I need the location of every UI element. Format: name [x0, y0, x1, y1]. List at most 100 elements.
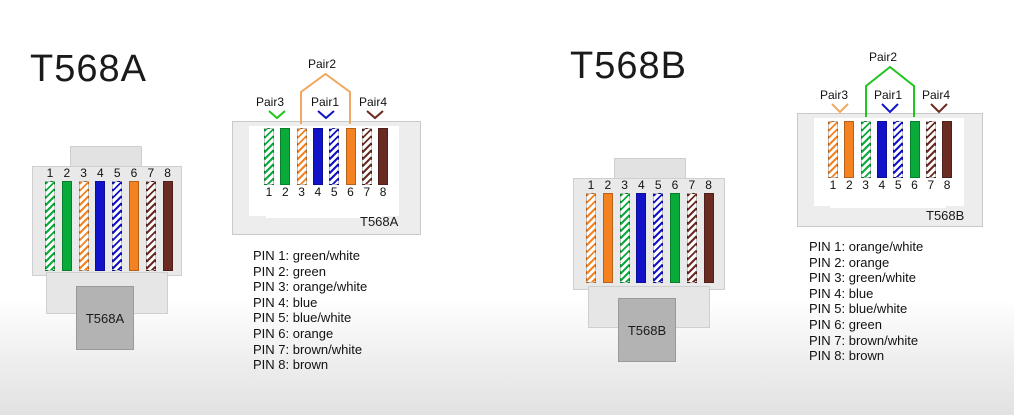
- t568a-pair2-label: Pair2: [308, 57, 337, 71]
- t568b-jack-wire-8: [942, 121, 953, 178]
- t568a-plug-pin-number-8: 8: [164, 166, 171, 180]
- t568a-jack-wire-6: [345, 128, 356, 185]
- t568a-pin-7: PIN 7: brown/white: [253, 341, 363, 357]
- t568b-plug-wire-1: [586, 193, 596, 283]
- t568a-jack-pin-number-1: 1: [265, 185, 273, 199]
- t568a-pin-8: PIN 8: brown: [253, 357, 329, 373]
- t568a-jack-label: T568A: [360, 214, 399, 229]
- t568a-jack-wire-7: [361, 128, 372, 185]
- t568a-pair2-bracket: [300, 72, 351, 124]
- t568a-pin-list: PIN 1: green/white PIN 2: green PIN 3: o…: [253, 248, 367, 373]
- t568a-pin-3: PIN 3: orange/white: [253, 279, 368, 295]
- t568b-jack-pin-number-1: 1: [829, 178, 837, 192]
- t568b-jack-pin-number-7: 7: [927, 178, 935, 192]
- t568a-pair3-bracket: [268, 110, 286, 120]
- t568a-jack-pin-number-5: 5: [330, 185, 338, 199]
- t568a-plug-wire-1: [45, 181, 55, 271]
- t568a-plug-wire-3: [78, 181, 89, 271]
- t568a-plug-wire-7: [145, 181, 156, 271]
- t568b-jack-wire-7: [925, 121, 936, 178]
- t568a-jack-pin-number-7: 7: [363, 185, 371, 199]
- t568b-pair1-bracket: [881, 103, 899, 114]
- t568a-plug-pin-number-1: 1: [46, 166, 54, 180]
- t568a-plug-pin-number-4: 4: [97, 166, 104, 180]
- t568b-pin-2: PIN 2: orange: [809, 254, 890, 270]
- t568b-jack-pin-number-6: 6: [911, 178, 918, 192]
- t568b-pair2-label: Pair2: [869, 50, 898, 64]
- t568a-plug-wire-6: [129, 181, 139, 271]
- t568b-jack-label: T568B: [926, 208, 965, 223]
- t568b-plug-wire-6: [670, 193, 680, 283]
- t568a-jack-wire-5: [329, 128, 340, 185]
- t568b-jack-wire-6: [909, 121, 920, 178]
- t568a-pair4-label: Pair4: [359, 95, 388, 109]
- t568b-jack-pin-number-2: 2: [845, 178, 853, 192]
- t568b-jack-wire-5: [893, 121, 904, 178]
- t568a-jack-pin-number-2: 2: [281, 185, 289, 199]
- t568a-pair4-bracket: [366, 110, 384, 120]
- t568b-pair3-bracket: [831, 103, 849, 114]
- t568b-jack-wire-1: [828, 121, 838, 178]
- t568b-jack-pin-number-5: 5: [894, 178, 902, 192]
- t568b-pair2-bracket: [865, 65, 915, 117]
- t568b-title: T568B: [570, 45, 687, 87]
- t568b-plug-pin-number-8: 8: [705, 178, 712, 192]
- t568b-pin-4: PIN 4: blue: [809, 285, 874, 301]
- t568b-jack-pin-number-4: 4: [878, 178, 886, 192]
- t568b-plug-pin-number-3: 3: [621, 178, 628, 192]
- t568a-jack-pin-number-4: 4: [314, 185, 322, 199]
- t568a-pin-5: PIN 5: blue/white: [253, 310, 352, 326]
- t568b-plug-pin-number-6: 6: [671, 178, 679, 192]
- t568b-pair3-label: Pair3: [820, 88, 849, 102]
- t568a-jack-wire-2: [280, 128, 291, 185]
- t568b-pin-5: PIN 5: blue/white: [809, 301, 908, 317]
- t568a-jack-wire-4: [312, 128, 323, 185]
- t568a-plug-wire-4: [95, 181, 106, 271]
- t568a-pair1-bracket: [317, 110, 335, 120]
- t568a-pair1-label: Pair1: [311, 95, 340, 109]
- t568a-plug-pin-number-7: 7: [147, 166, 155, 180]
- t568b-jack-wire-3: [860, 121, 871, 178]
- t568b-plug-pin-number-7: 7: [688, 178, 696, 192]
- t568a-pin-1: PIN 1: green/white: [253, 248, 360, 263]
- t568b-jack-pin-number-8: 8: [943, 178, 951, 192]
- t568b-plug-wire-4: [636, 193, 647, 283]
- t568b-pin-3: PIN 3: green/white: [809, 270, 916, 286]
- t568b-plug-wire-2: [602, 193, 613, 283]
- t568b-pin-8: PIN 8: brown: [809, 348, 885, 364]
- t568a-plug-wire-5: [112, 181, 123, 271]
- t568b-plug-pin-number-5: 5: [654, 178, 662, 192]
- t568b-pair1-label: Pair1: [874, 88, 903, 102]
- t568b-pin-1: PIN 1: orange/white: [809, 239, 924, 254]
- t568a-plug-label: T568A: [76, 286, 134, 350]
- t568a-plug-pin-number-5: 5: [113, 166, 121, 180]
- t568a-plug-pin-number-3: 3: [80, 166, 87, 180]
- t568a-jack-pin-number-3: 3: [298, 185, 305, 199]
- t568a-plug-wire-2: [61, 181, 72, 271]
- t568a-pin-2: PIN 2: green: [253, 263, 326, 279]
- t568a-pin-4: PIN 4: blue: [253, 294, 318, 310]
- t568b-plug-pin-number-2: 2: [604, 178, 612, 192]
- t568b-jack-wire-2: [844, 121, 855, 178]
- t568b-jack-wire-4: [876, 121, 887, 178]
- t568b-jack-pin-number-3: 3: [862, 178, 869, 192]
- t568a-title: T568A: [30, 48, 147, 90]
- t568b-plug-pin-number-4: 4: [638, 178, 645, 192]
- t568b-plug-wire-5: [653, 193, 664, 283]
- t568b-plug-pin-number-1: 1: [587, 178, 595, 192]
- t568a-jack-pin-number-8: 8: [379, 185, 387, 199]
- t568a-pair3-label: Pair3: [256, 95, 285, 109]
- t568a-jack-wire-1: [264, 128, 274, 185]
- t568a-jack-wire-3: [296, 128, 307, 185]
- t568b-plug-wire-7: [686, 193, 697, 283]
- t568a-plug-wire-8: [162, 181, 173, 271]
- t568b-plug-label: T568B: [618, 298, 676, 362]
- t568a-jack-pin-number-6: 6: [347, 185, 354, 199]
- t568a-plug-pin-number-2: 2: [63, 166, 71, 180]
- t568a-jack-wire-8: [378, 128, 389, 185]
- t568b-pin-7: PIN 7: brown/white: [809, 332, 919, 348]
- t568a-plug-pin-number-6: 6: [130, 166, 138, 180]
- t568b-plug-wire-8: [703, 193, 714, 283]
- t568b-pair4-bracket: [930, 103, 948, 114]
